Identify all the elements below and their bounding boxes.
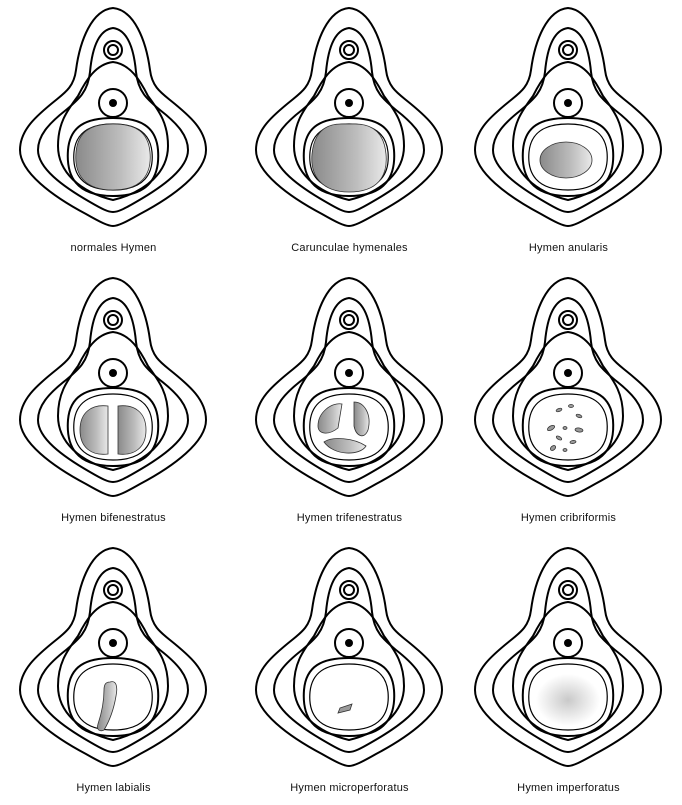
clitoris-glans (344, 585, 354, 595)
panel-caption: Hymen cribriformis (455, 512, 682, 524)
hymen-rim (529, 394, 607, 460)
cribriform-hole-7 (556, 435, 563, 441)
urethral-opening (109, 639, 117, 647)
hymen-rim (310, 664, 388, 730)
panel-6: Hymen cribriformis (455, 270, 682, 535)
urethral-opening (564, 99, 572, 107)
clitoris-glans (108, 315, 118, 325)
hymenal-window-left (80, 406, 108, 455)
clitoris-outline (340, 41, 358, 59)
clitoris-outline (559, 581, 577, 599)
panel-2: Carunculae hymenales (236, 0, 463, 265)
clitoris-outline (559, 311, 577, 329)
vulva-outline-drawing (0, 0, 227, 238)
cribriform-hole-1 (556, 408, 563, 413)
vulva-outline-drawing (0, 540, 227, 778)
panel-caption: Hymen labialis (0, 782, 227, 794)
urethral-opening (345, 99, 353, 107)
hymenal-micro-opening (338, 704, 352, 713)
panel-caption: normales Hymen (0, 242, 227, 254)
cribriform-hole-10 (563, 449, 567, 452)
urethral-opening (564, 639, 572, 647)
clitoris-outline (104, 581, 122, 599)
cribriform-hole-2 (569, 405, 574, 408)
cribriform-hole-3 (576, 414, 583, 419)
panel-1: normales Hymen (0, 0, 227, 265)
cribriform-hole-4 (547, 424, 556, 431)
clitoris-glans (563, 585, 573, 595)
panel-caption: Hymen bifenestratus (0, 512, 227, 524)
vulva-outline-drawing (455, 270, 682, 508)
urethral-opening (109, 99, 117, 107)
hymenal-window-1 (318, 404, 342, 433)
clitoris-outline (104, 41, 122, 59)
hymenal-window-2 (354, 402, 369, 436)
imperforate-membrane (536, 674, 600, 726)
vulva-outline-drawing (455, 540, 682, 778)
hymenal-opening (540, 142, 592, 178)
clitoris-outline (559, 41, 577, 59)
panel-8: Hymen microperforatus (236, 540, 463, 805)
vulva-outline-drawing (236, 540, 463, 778)
panel-caption: Hymen microperforatus (236, 782, 463, 794)
clitoris-glans (108, 585, 118, 595)
panel-7: Hymen labialis (0, 540, 227, 805)
cribriform-hole-9 (549, 445, 556, 452)
clitoris-outline (340, 581, 358, 599)
hymenal-opening (97, 682, 116, 731)
cribriform-hole-6 (575, 427, 584, 432)
clitoris-outline (340, 311, 358, 329)
urethral-opening (109, 369, 117, 377)
clitoris-glans (344, 45, 354, 55)
hymenal-opening (312, 124, 386, 192)
panel-3: Hymen anularis (455, 0, 682, 265)
hymenal-window-right (118, 406, 146, 455)
clitoris-glans (563, 315, 573, 325)
hymenal-window-3 (324, 439, 366, 454)
vulva-outline-drawing (236, 0, 463, 238)
panel-caption: Carunculae hymenales (236, 242, 463, 254)
vulva-outline-drawing (0, 270, 227, 508)
cribriform-hole-5 (563, 427, 567, 430)
clitoris-glans (108, 45, 118, 55)
clitoris-outline (104, 311, 122, 329)
urethral-opening (564, 369, 572, 377)
panel-caption: Hymen trifenestratus (236, 512, 463, 524)
vulva-outline-drawing (455, 0, 682, 238)
introitus-outline (304, 388, 394, 466)
clitoris-glans (344, 315, 354, 325)
urethral-opening (345, 639, 353, 647)
hymenal-opening (76, 124, 150, 190)
panel-caption: Hymen anularis (455, 242, 682, 254)
urethral-opening (345, 369, 353, 377)
panel-caption: Hymen imperforatus (455, 782, 682, 794)
panel-9: Hymen imperforatus (455, 540, 682, 805)
vulva-outline-drawing (236, 270, 463, 508)
cribriform-hole-8 (570, 440, 576, 444)
introitus-outline (304, 658, 394, 736)
panel-4: Hymen bifenestratus (0, 270, 227, 535)
panel-5: Hymen trifenestratus (236, 270, 463, 535)
introitus-outline (523, 388, 613, 466)
clitoris-glans (563, 45, 573, 55)
